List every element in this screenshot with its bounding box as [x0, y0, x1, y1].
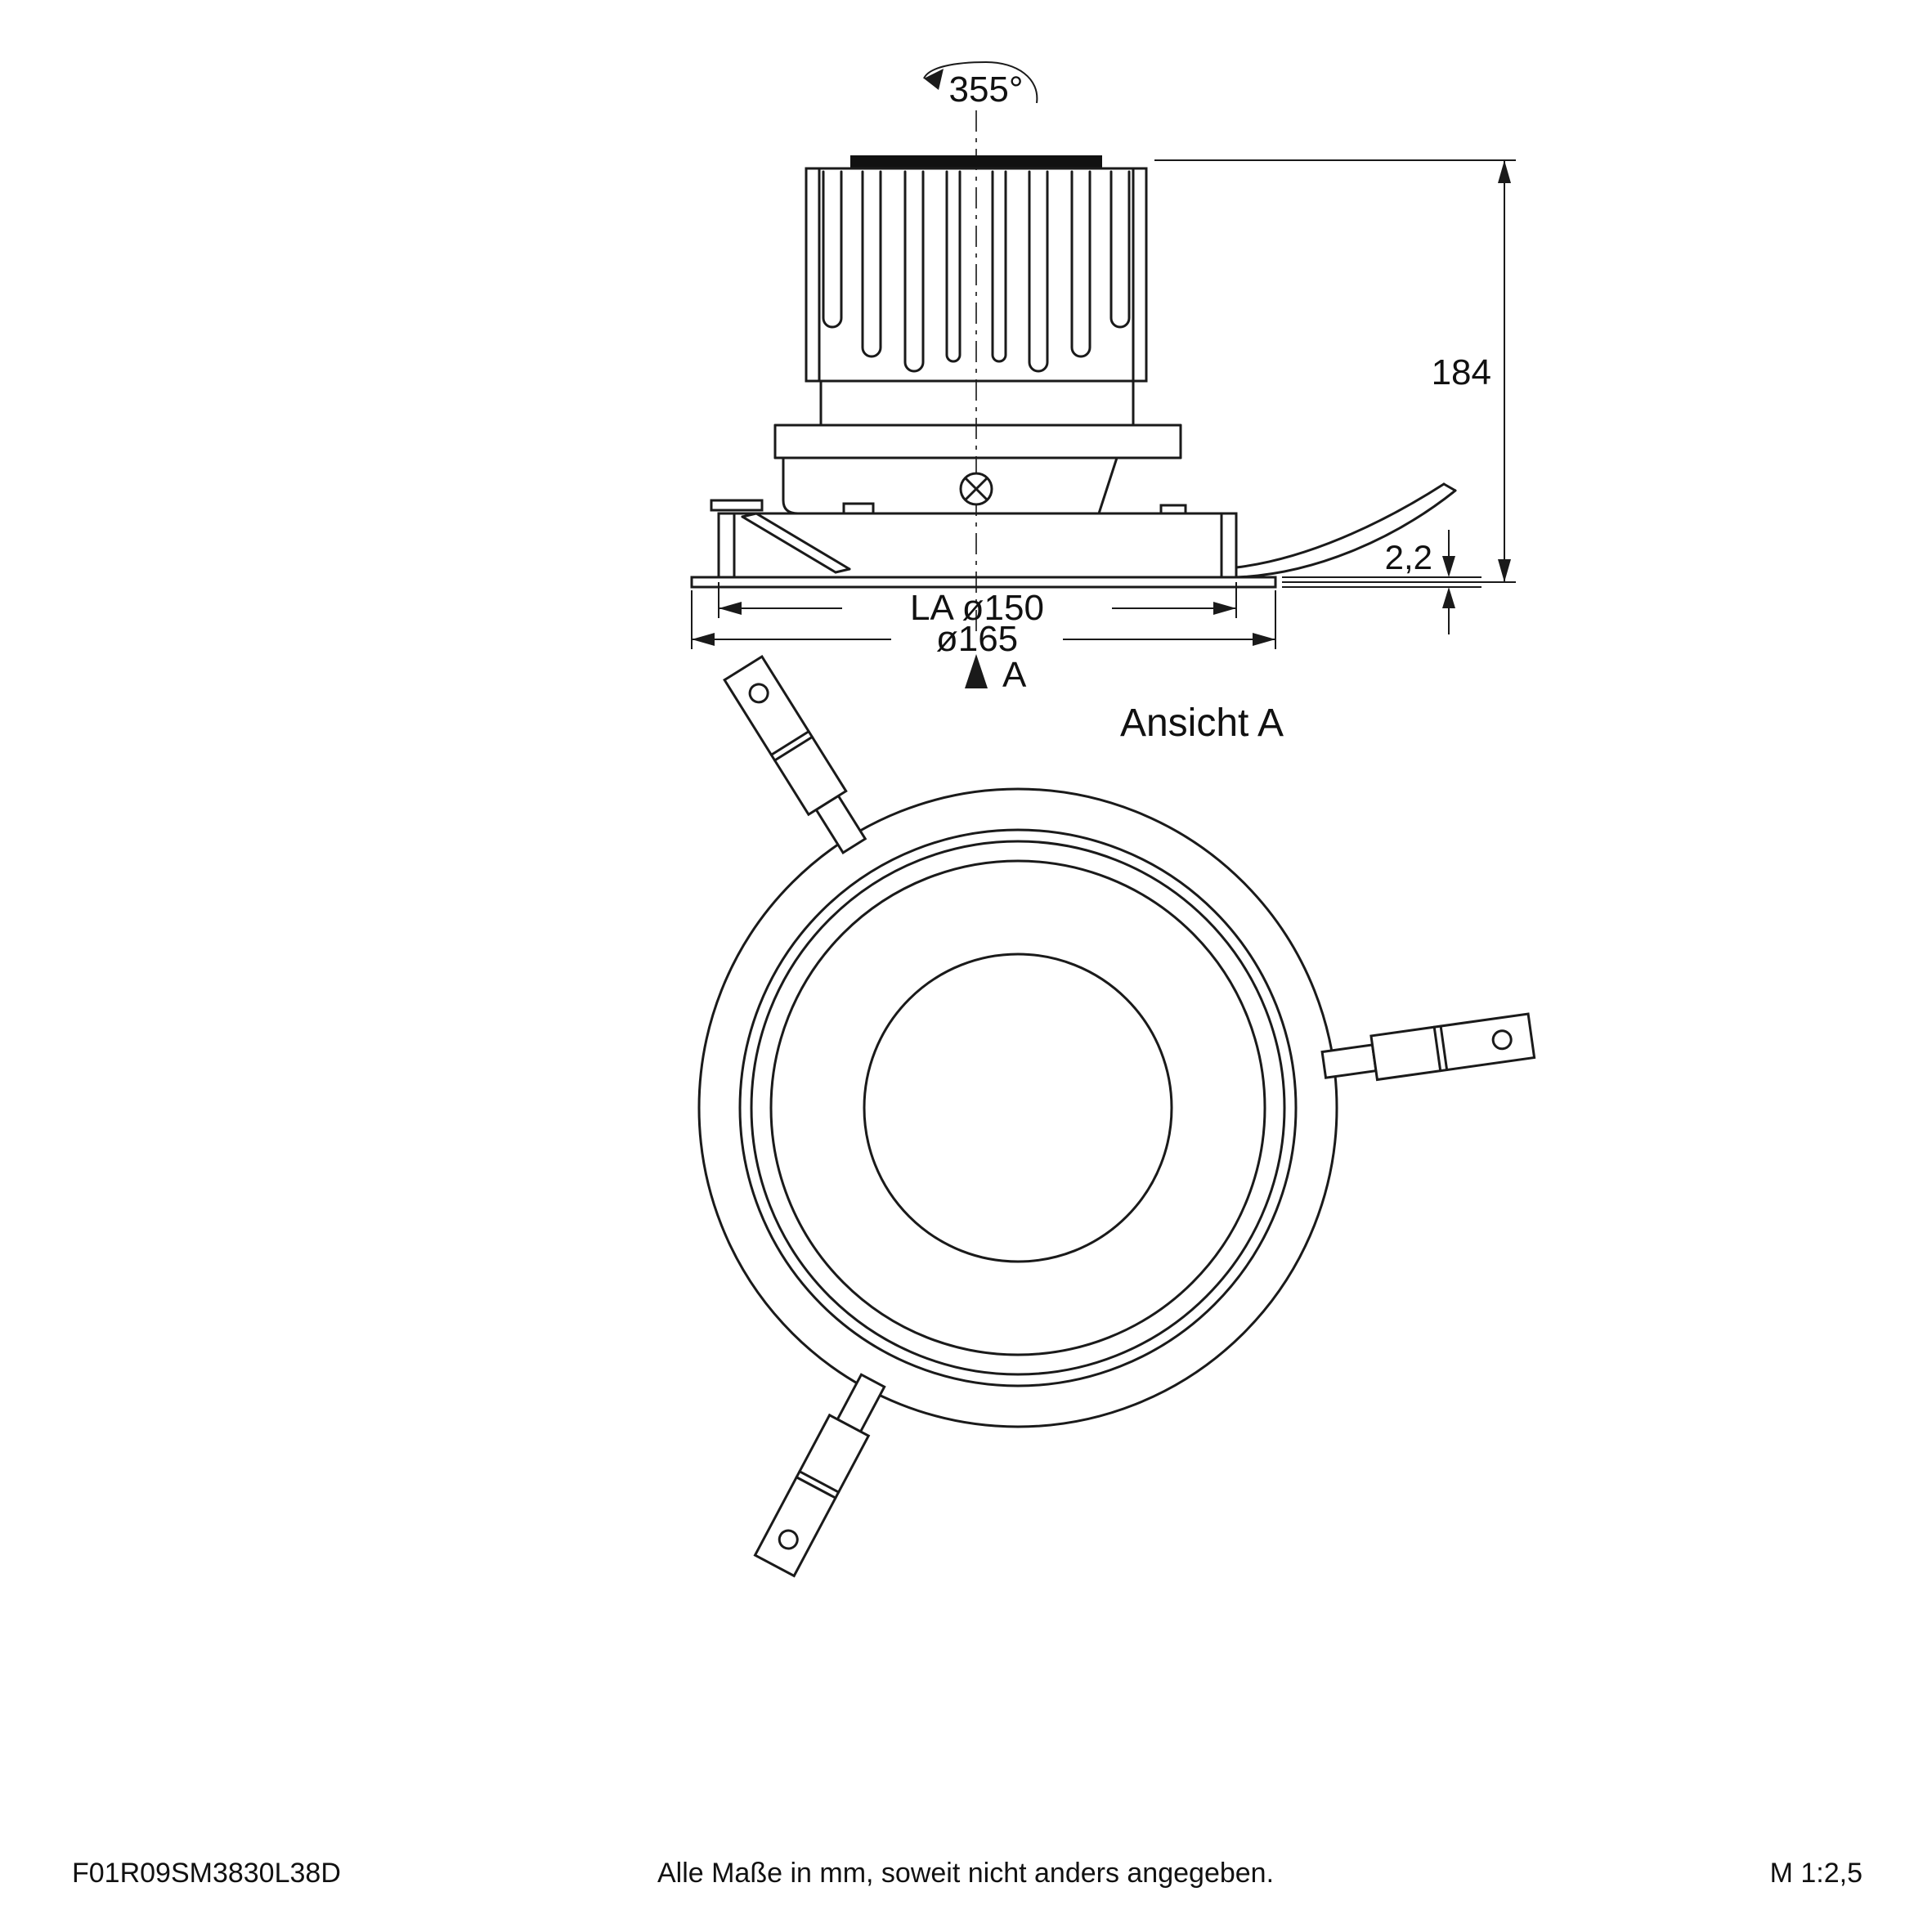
- spring-arm-bottom-left: [754, 1369, 894, 1577]
- cutout-diameter-label: LA ø150: [910, 588, 1044, 628]
- outer-diameter-label: ø165: [936, 619, 1018, 659]
- luminaire-body: [773, 379, 1182, 515]
- footer-scale: M 1:2,5: [1770, 1858, 1863, 1889]
- flange-thickness-label: 2,2: [1385, 538, 1432, 576]
- outer-diameter-dimension: ø165: [691, 590, 1276, 659]
- heatsink-cap: [850, 155, 1102, 168]
- height-label: 184: [1432, 352, 1491, 392]
- front-view: Ansicht A: [697, 655, 1536, 1577]
- fixing-screw: [959, 472, 993, 506]
- footer-note: Alle Maße in mm, soweit nicht anders ang…: [657, 1858, 1274, 1889]
- footer: F01R09SM3830L38D Alle Maße in mm, soweit…: [72, 1858, 1863, 1889]
- flange-outer-circle: [697, 787, 1338, 1428]
- mounting-box: [710, 482, 1457, 579]
- side-view: 355°: [690, 61, 1516, 695]
- spring-clip-right: [1235, 482, 1457, 579]
- spring-clip-left: [741, 512, 851, 574]
- view-direction-marker: A: [965, 654, 1027, 695]
- bezel-inner-circle: [750, 840, 1286, 1376]
- height-dimension: 184: [1154, 159, 1516, 583]
- mounting-ring: [697, 787, 1338, 1428]
- heatsink: [805, 155, 1148, 383]
- rotation-label: 355°: [948, 69, 1023, 110]
- front-view-title: Ansicht A: [1120, 702, 1284, 745]
- rotation-dimension: 355°: [923, 61, 1038, 110]
- spring-arm-top-left: [723, 655, 875, 859]
- view-direction-arrow: [965, 654, 988, 688]
- footer-article-code: F01R09SM3830L38D: [72, 1858, 341, 1889]
- view-arrow-label: A: [1002, 655, 1027, 695]
- cutout-diameter-dimension: LA ø150: [718, 582, 1237, 628]
- lens-circle: [863, 953, 1173, 1263]
- bezel-outer-circle: [738, 828, 1298, 1387]
- mounting-flange: [690, 576, 1277, 589]
- spring-arm-right: [1320, 1012, 1536, 1088]
- reflector-circle: [769, 859, 1266, 1356]
- rotation-arrowhead: [924, 69, 944, 90]
- flange-thickness-dimension: 2,2: [1282, 530, 1481, 634]
